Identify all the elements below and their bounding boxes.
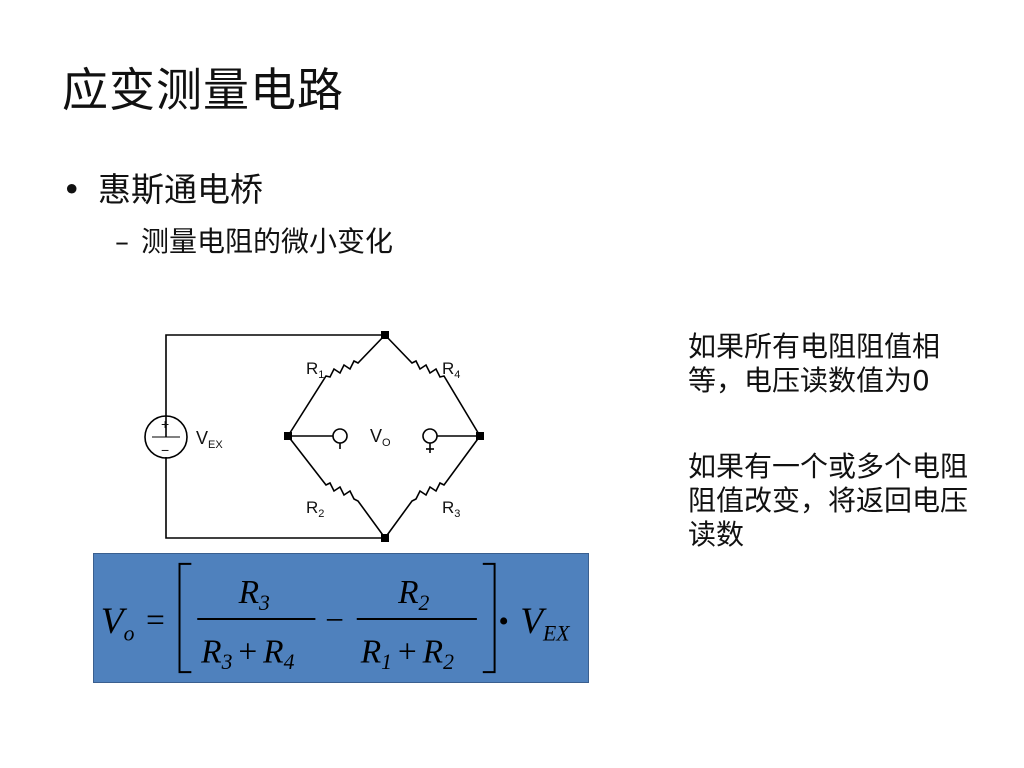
- right-bracket: [482, 562, 496, 674]
- resistor-r1: [287, 334, 386, 437]
- label-r2-sub: 2: [318, 508, 324, 520]
- formula-den1b-sub: 4: [284, 650, 295, 674]
- note-equal-resistance: 如果所有电阻阻值相等，电压读数值为0: [688, 330, 941, 397]
- meter-terminal-minus: [332, 428, 348, 444]
- formula-equals: =: [146, 602, 165, 639]
- formula-box: Vo = R3 R3+R4 − R2 R1+R2 • VEX: [93, 553, 589, 683]
- label-r2: R: [306, 498, 318, 517]
- node-left: [284, 432, 292, 440]
- label-r3-sub: 3: [454, 508, 460, 520]
- label-vo: V: [370, 426, 382, 446]
- source-plus: +: [161, 416, 169, 432]
- note-resistance-change: 如果有一个或多个电阻阻值改变，将返回电压读数: [688, 450, 969, 551]
- label-r1-sub: 1: [318, 369, 324, 381]
- formula-minus: −: [325, 602, 344, 639]
- formula-dot: •: [499, 606, 509, 638]
- label-vex: V: [196, 428, 208, 448]
- formula-plus1: +: [238, 633, 257, 670]
- slide-title: 应变测量电路: [62, 63, 344, 117]
- label-r3: R: [442, 498, 454, 517]
- formula-den1a: R: [200, 633, 221, 670]
- sub-bullet-text: 测量电阻的微小变化: [141, 225, 394, 258]
- formula-num2-sub: 2: [419, 591, 430, 615]
- bridge-formula: Vo = R3 R3+R4 − R2 R1+R2 • VEX: [101, 562, 570, 674]
- formula-lhs: V: [101, 601, 128, 642]
- svg-text:VEX: VEX: [196, 428, 223, 451]
- formula-rhs-sub: EX: [542, 622, 570, 646]
- svg-text:R1: R1: [306, 359, 324, 381]
- formula-den1a-sub: 3: [221, 650, 233, 674]
- top-wire: [165, 334, 385, 437]
- formula-den2b-sub: 2: [443, 650, 454, 674]
- wheatstone-bridge-diagram: R1 R4 R2 R3 VO VEX + −: [144, 331, 484, 542]
- resistor-r4: [384, 334, 481, 437]
- formula-den1b: R: [262, 633, 283, 670]
- formula-num1-sub: 3: [258, 591, 270, 615]
- svg-text:R3: R3: [442, 498, 460, 520]
- resistor-r2: [287, 435, 386, 539]
- label-r4-sub: 4: [454, 369, 460, 381]
- svg-text:R4: R4: [442, 359, 460, 381]
- bullet-marker: •: [62, 170, 82, 209]
- meter-terminal-plus: [422, 428, 438, 444]
- formula-den2b: R: [422, 633, 443, 670]
- bullet-item: • 惠斯通电桥: [62, 168, 263, 212]
- formula-lhs-sub: o: [124, 622, 135, 646]
- sub-bullet-marker: –: [115, 225, 129, 258]
- formula-den2a: R: [360, 633, 381, 670]
- node-top: [381, 331, 389, 339]
- formula-den2a-sub: 1: [381, 650, 392, 674]
- node-bottom: [381, 534, 389, 542]
- svg-text:Vo: Vo: [101, 601, 135, 646]
- bottom-wire: [165, 457, 385, 539]
- source-minus: −: [161, 442, 169, 458]
- svg-text:VEX: VEX: [520, 601, 570, 646]
- label-r4: R: [442, 359, 454, 378]
- voltage-source-circle: [144, 415, 188, 459]
- svg-text:R2: R2: [306, 498, 324, 520]
- resistor-r3: [384, 435, 481, 539]
- label-vex-sub: EX: [208, 439, 223, 451]
- node-right: [476, 432, 484, 440]
- formula-num1: R: [238, 574, 259, 611]
- label-vo-sub: O: [382, 437, 391, 449]
- label-r1: R: [306, 359, 318, 378]
- bullet-text: 惠斯通电桥: [98, 170, 263, 209]
- svg-text:R3: R3: [238, 574, 270, 615]
- svg-text:R3+R4: R3+R4: [200, 633, 294, 674]
- formula-plus2: +: [398, 633, 417, 670]
- sub-bullet-item: – 测量电阻的微小变化: [115, 222, 393, 262]
- svg-text:R2: R2: [397, 574, 429, 615]
- formula-num2: R: [397, 574, 418, 611]
- formula-rhs: V: [520, 601, 547, 642]
- svg-text:VO: VO: [370, 426, 391, 449]
- svg-text:R1+R2: R1+R2: [360, 633, 454, 674]
- left-bracket: [178, 562, 192, 674]
